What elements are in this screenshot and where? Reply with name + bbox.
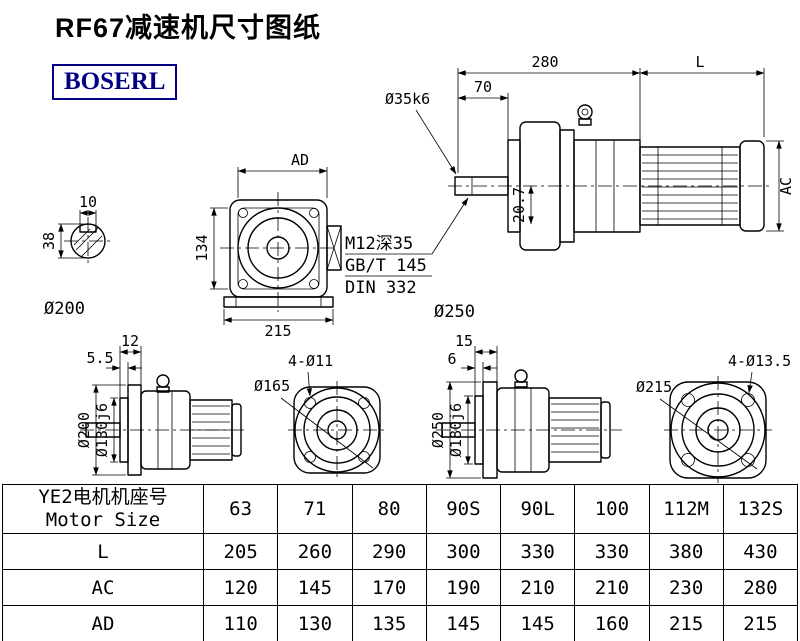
dim-10: 10: [79, 193, 97, 211]
technical-drawing: 10 38 AD 134 215: [40, 53, 795, 483]
size-col-132s: 132S: [722, 484, 799, 534]
cell-AD-90s: 145: [425, 605, 502, 641]
flange-view-right: 4-Ø13.5 Ø215: [636, 352, 791, 483]
size-col-80: 80: [351, 484, 427, 534]
cell-L-112m: 380: [648, 533, 724, 570]
cell-AD-90l: 145: [499, 605, 576, 641]
cell-AD-132s: 215: [722, 605, 799, 641]
main-side-view: 280 L 70 Ø35k6 AC 20.7: [385, 53, 795, 251]
cell-L-71: 260: [277, 533, 353, 570]
page-title: RF67减速机尺寸图纸: [55, 13, 322, 43]
note-din: DIN 332: [345, 278, 417, 298]
dim-280: 280: [531, 53, 558, 71]
dim-134: 134: [193, 234, 211, 261]
size-col-112m: 112M: [648, 484, 724, 534]
dim-l: L: [695, 53, 704, 71]
note-gbt: GB/T 145: [345, 256, 427, 276]
label-bolt-circle: Ø165: [254, 377, 290, 395]
flange-view-left: 4-Ø11 Ø165: [254, 352, 386, 479]
cell-AC-63: 120: [202, 569, 279, 606]
cell-AD-71: 130: [277, 605, 353, 641]
cell-L-132s: 430: [722, 533, 799, 570]
brand-logo: BOSERL: [52, 64, 178, 100]
row-label-AD: AD: [2, 605, 204, 641]
cell-AC-90l: 210: [499, 569, 576, 606]
cell-L-90s: 300: [425, 533, 502, 570]
label-bolt-holes: 4-Ø13.5: [728, 352, 791, 370]
cell-AC-71: 145: [277, 569, 353, 606]
table-row-AC: AC 120 145 170 190 210 210 230 280: [2, 569, 799, 606]
dim-flange-od: Ø200: [75, 412, 93, 448]
side-view-bottom-left: 12 5.5 Ø200 Ø130j6: [75, 332, 246, 476]
dim-ac: AC: [777, 177, 795, 195]
label-bolt-circle: Ø215: [636, 378, 672, 396]
dim-12: 12: [121, 332, 139, 350]
dim-5-5: 5.5: [86, 349, 113, 367]
dim-flange-od: Ø250: [429, 412, 447, 448]
motor-size-table: YE2电机机座号 Motor Size 63 71 80 90S 90L 100…: [2, 484, 799, 641]
cell-AD-80: 135: [351, 605, 427, 641]
cell-AC-100: 210: [574, 569, 650, 606]
label-bolt-holes: 4-Ø11: [288, 352, 333, 370]
header-motor-size: YE2电机机座号 Motor Size: [2, 484, 204, 534]
cell-AC-112m: 230: [648, 569, 724, 606]
dim-spigot: Ø130j6: [93, 403, 111, 457]
cell-AC-90s: 190: [425, 569, 502, 606]
dim-20-7: 20.7: [510, 187, 528, 223]
cell-AD-112m: 215: [648, 605, 724, 641]
cell-L-100: 330: [574, 533, 650, 570]
dim-38: 38: [40, 232, 58, 250]
dim-15: 15: [455, 332, 473, 350]
table-row-L: L 205 260 290 300 330 330 380 430: [2, 533, 799, 570]
size-col-63: 63: [202, 484, 279, 534]
header-motor-size-cn: YE2电机机座号: [38, 486, 168, 508]
cell-L-80: 290: [351, 533, 427, 570]
size-col-90s: 90S: [425, 484, 502, 534]
cell-AC-132s: 280: [722, 569, 799, 606]
label-diameter-250: Ø250: [434, 302, 475, 322]
dim-ad: AD: [291, 151, 309, 169]
cell-L-90l: 330: [499, 533, 576, 570]
cell-L-63: 205: [202, 533, 279, 570]
table-row-AD: AD 110 130 135 145 145 160 215 215: [2, 605, 799, 641]
cell-AC-80: 170: [351, 569, 427, 606]
size-col-90l: 90L: [499, 484, 576, 534]
dim-215: 215: [264, 322, 291, 340]
cell-AD-100: 160: [574, 605, 650, 641]
row-label-L: L: [2, 533, 204, 570]
header-motor-size-en: Motor Size: [45, 509, 161, 531]
gearbox-front-view: AD 134 215 Ø200: [44, 151, 342, 340]
shaft-section-view: 10 38: [40, 193, 112, 265]
size-col-100: 100: [574, 484, 650, 534]
note-thread: M12深35: [345, 234, 413, 254]
shaft-diameter-label: Ø35k6: [385, 90, 430, 108]
dim-spigot: Ø180j6: [447, 403, 465, 457]
side-view-bottom-middle: 15 6 Ø250 Ø180j6: [429, 332, 622, 479]
row-label-AC: AC: [2, 569, 204, 606]
dim-70: 70: [474, 78, 492, 96]
thread-note: M12深35 GB/T 145 DIN 332 Ø250: [345, 197, 475, 322]
label-diameter-200: Ø200: [44, 299, 85, 319]
cell-AD-63: 110: [202, 605, 279, 641]
size-col-71: 71: [277, 484, 353, 534]
table-header-row: YE2电机机座号 Motor Size 63 71 80 90S 90L 100…: [2, 484, 799, 534]
dim-6: 6: [447, 350, 456, 368]
